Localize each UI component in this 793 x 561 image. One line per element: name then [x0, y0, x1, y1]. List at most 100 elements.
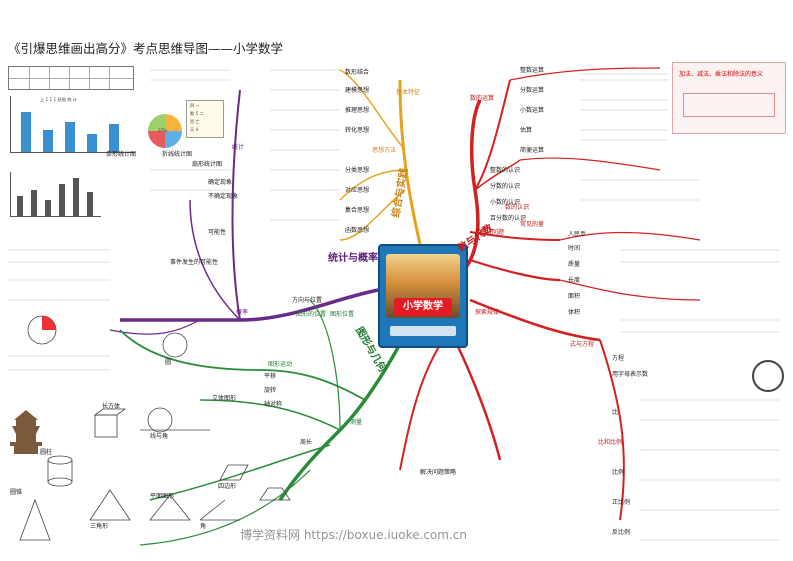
center-bar [390, 326, 456, 336]
branch-curve-tuxing-a [119, 329, 366, 401]
sector-shape [42, 316, 56, 330]
angle-shape [199, 499, 240, 521]
branch-curve-tuxing-c [149, 444, 331, 501]
center-badge: 小学数学 [394, 298, 452, 316]
sub-changdu: 长度 [568, 277, 581, 284]
branch-curve-shuyudaishu-g [448, 329, 502, 461]
sub-baifenshu: 百分数的认识 [490, 215, 527, 222]
label-tuxingweizhi: 图形位置 [330, 311, 355, 318]
sub-pingmiantuxing: 平面图形 [150, 493, 175, 500]
label-gailv: 概率 [236, 309, 249, 316]
branch-curve-right-a [509, 67, 661, 81]
branch-curve-tongjigailv [120, 288, 379, 322]
pie-legend: 四 一 数 5 二 西 亡 天 4 [186, 100, 224, 138]
sub-fangcheng: 方程 [612, 355, 625, 362]
chart-title: 上 1 1 1 获图 统 计 [40, 97, 77, 102]
sub-tuihua: 转化思想 [345, 127, 370, 134]
sub-changfangti: 长方体 [102, 403, 121, 410]
branch-curve-shuyudaishu-h [399, 329, 451, 471]
sub-hanshu: 函数思想 [345, 227, 370, 234]
branch-curve-shuyudaishu-e [469, 258, 561, 282]
branch-curve-zonghe-b [339, 169, 406, 201]
sub-rmb: 人民币 [568, 231, 587, 238]
sub-shijian: 时间 [568, 245, 581, 252]
cylinder-base [47, 477, 73, 487]
label-tongji: 统计 [232, 144, 245, 151]
pie-chart-figure [148, 114, 182, 148]
page-title: 《引爆思维画出高分》考点思维导图——小学数学 [8, 41, 284, 56]
geometry-shapes [19, 315, 291, 541]
branch-curve-zonghe [398, 79, 422, 245]
sphere-shape [147, 407, 173, 433]
banner-text: 加法、减法、乘法和除法的意义 [679, 71, 764, 78]
branch-curve-right-b [519, 157, 661, 171]
circle-shape [162, 332, 188, 358]
branch-curve-right-d [559, 279, 701, 301]
column-2 [31, 190, 37, 216]
column-4 [59, 184, 65, 216]
branch-curve-zonghe-c [339, 189, 406, 241]
cube-shape [94, 414, 118, 438]
triangle-shape [89, 489, 131, 521]
statistics-table [8, 66, 134, 90]
sub-zhou: 周长 [300, 439, 313, 446]
sub-yuanzhu: 圆柱 [40, 449, 53, 456]
label-jiejuewenti: 解决问题 [480, 229, 505, 236]
sub-yuan: 圆 [165, 359, 172, 366]
sub-queding: 确定现象 [208, 179, 233, 186]
bar-1 [21, 112, 31, 152]
branch-curve-tuxing-b [199, 399, 341, 431]
bar-2 [43, 130, 53, 152]
sub-moshi: 建模思想 [345, 87, 370, 94]
sub-zhengshu: 整数的认识 [490, 167, 521, 174]
text-lines-left [8, 69, 340, 371]
sub-lifangti: 立体图形 [212, 395, 237, 402]
branch-curve-gailv-b [109, 319, 201, 335]
cube-shape-top [93, 408, 127, 416]
sub-jiejue: 解决问题策略 [420, 469, 457, 476]
sub-kenengxing: 可能性 [208, 229, 227, 236]
label-shudeyanshi: 数的认识 [505, 204, 530, 211]
sub-tuili: 推理思想 [345, 107, 370, 114]
branch-curve-tuxing-d [139, 469, 311, 546]
legend-item-2: 数 5 二 [190, 111, 204, 116]
label-tuxingyundong: 图形运动 [268, 361, 293, 368]
legend-item-4: 天 4 [190, 127, 199, 132]
sub-zhengbili: 正比例 [612, 499, 631, 506]
sub-yongzimu: 用字母表示数 [612, 371, 649, 378]
legend-item-3: 西 亡 [190, 119, 200, 124]
sub-xian: 线与角 [150, 433, 169, 440]
cylinder-body [47, 460, 73, 482]
operations-banner: 加法、减法、乘法和除法的意义 [672, 62, 786, 134]
branch-curve-shuyudaishu-d [469, 231, 561, 241]
sub-yuanzhui: 圆锥 [10, 489, 23, 496]
column-5 [73, 178, 79, 216]
column-3 [45, 200, 51, 216]
sub-buqueding: 不确定现象 [208, 193, 239, 200]
clock-icon [752, 360, 784, 392]
label-jibentezheng: 基本特征 [396, 89, 421, 96]
sub-sanjiaoxing: 三角形 [90, 523, 109, 530]
branch-curve-right-c [559, 231, 701, 241]
sub-zhiliang: 质量 [568, 261, 581, 268]
sub-shanxing: 扇形统计图 [192, 161, 223, 168]
pie-percent: 37% [158, 128, 168, 133]
sub-zhengshuyunsuan: 整数运算 [520, 67, 545, 74]
label-celiang: 测量 [350, 419, 363, 426]
sub-fenlei: 分类思想 [345, 167, 370, 174]
bar-chart-figure [10, 96, 135, 153]
sub-duiying: 对应思想 [345, 187, 370, 194]
temple-icon [10, 410, 42, 454]
branch-curve-biyubili [599, 339, 625, 521]
sub-shuzhuanhua: 数形结合 [345, 69, 370, 76]
sub-fangxiang: 方向与位置 [292, 297, 323, 304]
sub-mianji: 面积 [568, 293, 581, 300]
sub-tiaoxing: 条形统计图 [106, 151, 137, 158]
sub-xuanzhuan: 旋转 [264, 387, 277, 394]
legend-item-1: 四 一 [190, 103, 200, 108]
watermark-text: 博学资料网 https://boxue.iuoke.com.cn [240, 528, 467, 542]
sub-fanbili: 反比例 [612, 529, 631, 536]
sub-bi: 比 [612, 409, 619, 416]
label-changjiandeliang: 常见的量 [520, 221, 545, 228]
